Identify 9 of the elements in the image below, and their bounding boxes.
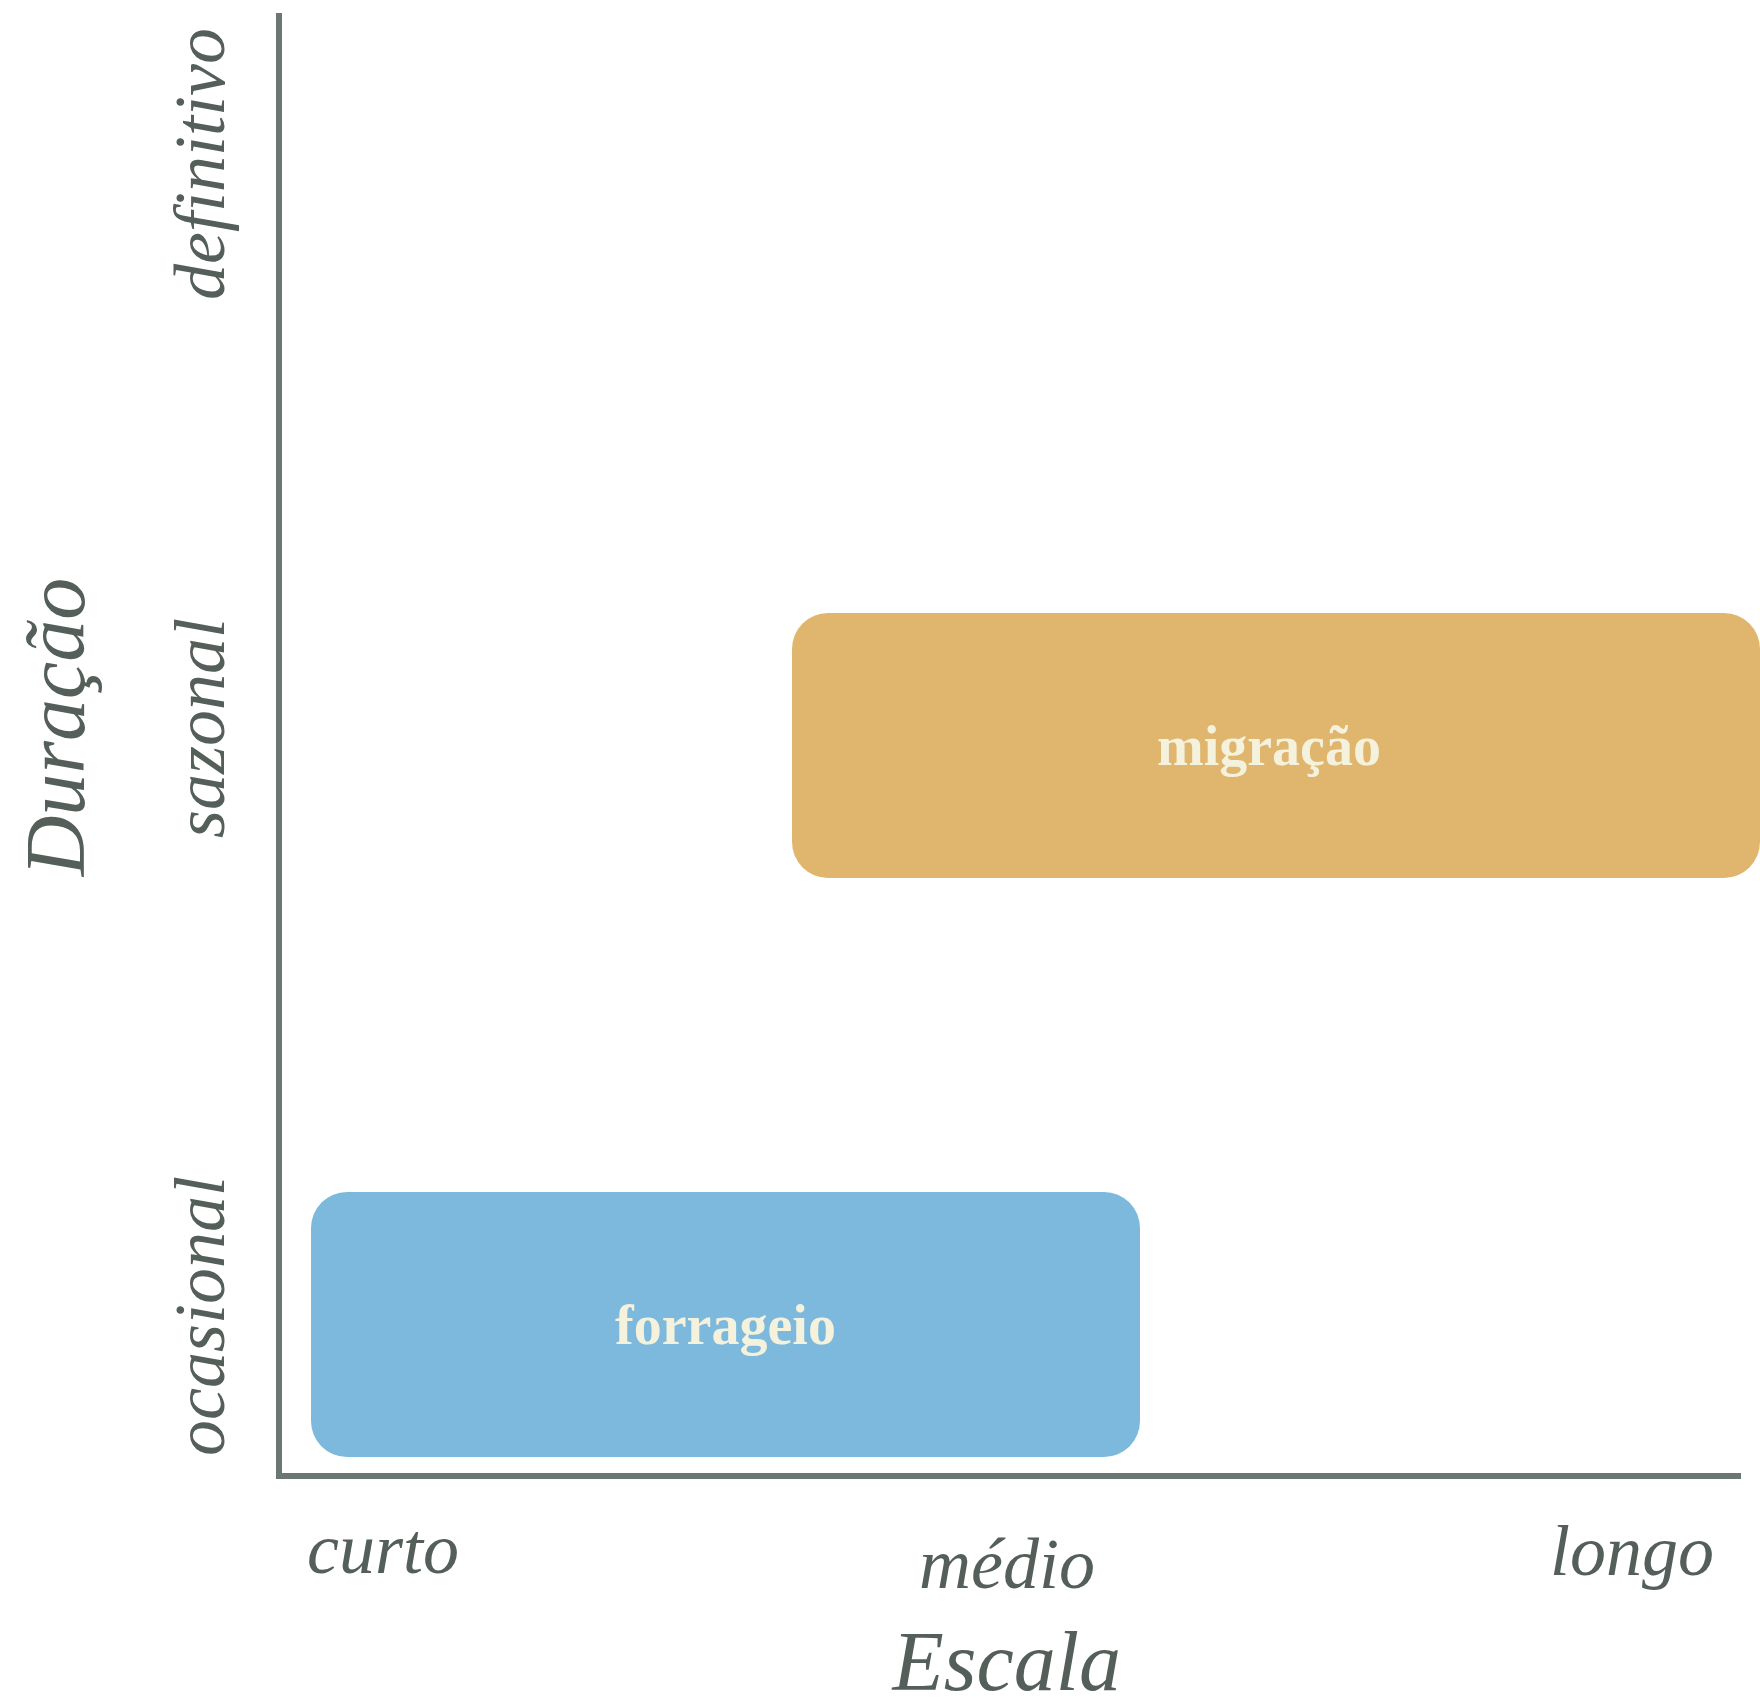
axis-tick-label: ocasional (164, 1176, 236, 1456)
axis-tick-label: médio (919, 1528, 1095, 1600)
axis-tick-label: sazonal (164, 618, 236, 838)
axis-tick-label: curto (307, 1513, 459, 1585)
axis-title: Escala (892, 1620, 1122, 1699)
bar-label: migração (1157, 713, 1381, 778)
bar-label: forrageio (615, 1292, 836, 1357)
range-bar (311, 1192, 1140, 1457)
range-bar (792, 613, 1760, 878)
